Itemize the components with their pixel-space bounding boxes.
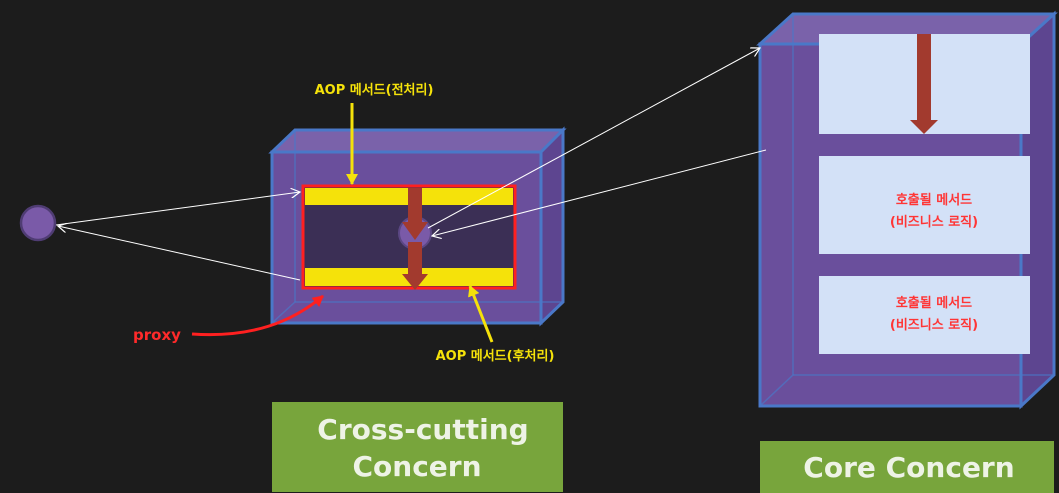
proxy-flow-arrow-1: [402, 188, 428, 240]
aop-post-label: AOP 메서드(후처리): [436, 348, 555, 364]
core-concern-box: [760, 441, 1054, 493]
aop-pre-label: AOP 메서드(전처리): [315, 82, 434, 98]
client-node: [19, 204, 57, 242]
proxy-flow-arrow-2: [402, 242, 428, 290]
method-1-line2: (비즈니스 로직): [890, 214, 978, 230]
cross-cutting-line1: Cross-cutting: [317, 413, 528, 446]
call-arrow-client-to-proxy: [55, 192, 300, 226]
core-concern-label: Core Concern: [803, 451, 1014, 484]
method-2-line1: 호출될 메서드: [896, 295, 972, 311]
proxy-pointer: [191, 294, 324, 337]
return-arrow-core-to-proxy: [432, 149, 767, 236]
cube-back-edge-diag: [271, 301, 296, 324]
call-arrow-proxy-to-core: [427, 48, 760, 229]
core-cube-back-edge-diag: [759, 374, 794, 407]
cross-cutting-line2: Concern: [352, 450, 481, 483]
method-1-line1: 호출될 메서드: [896, 192, 972, 208]
method-panel-2: [819, 276, 1030, 354]
return-arrow-proxy-to-client: [58, 226, 301, 281]
core-flow-arrow: [910, 34, 938, 134]
cross-cutting-concern-box: [272, 402, 563, 492]
cube-side-face: [539, 126, 565, 327]
aop-post-pointer: [468, 285, 494, 343]
method-2-line2: (비즈니스 로직): [890, 317, 978, 333]
method-panel-1: [819, 156, 1030, 254]
cube-top-face: [268, 128, 567, 154]
proxy-label: proxy: [133, 326, 181, 344]
